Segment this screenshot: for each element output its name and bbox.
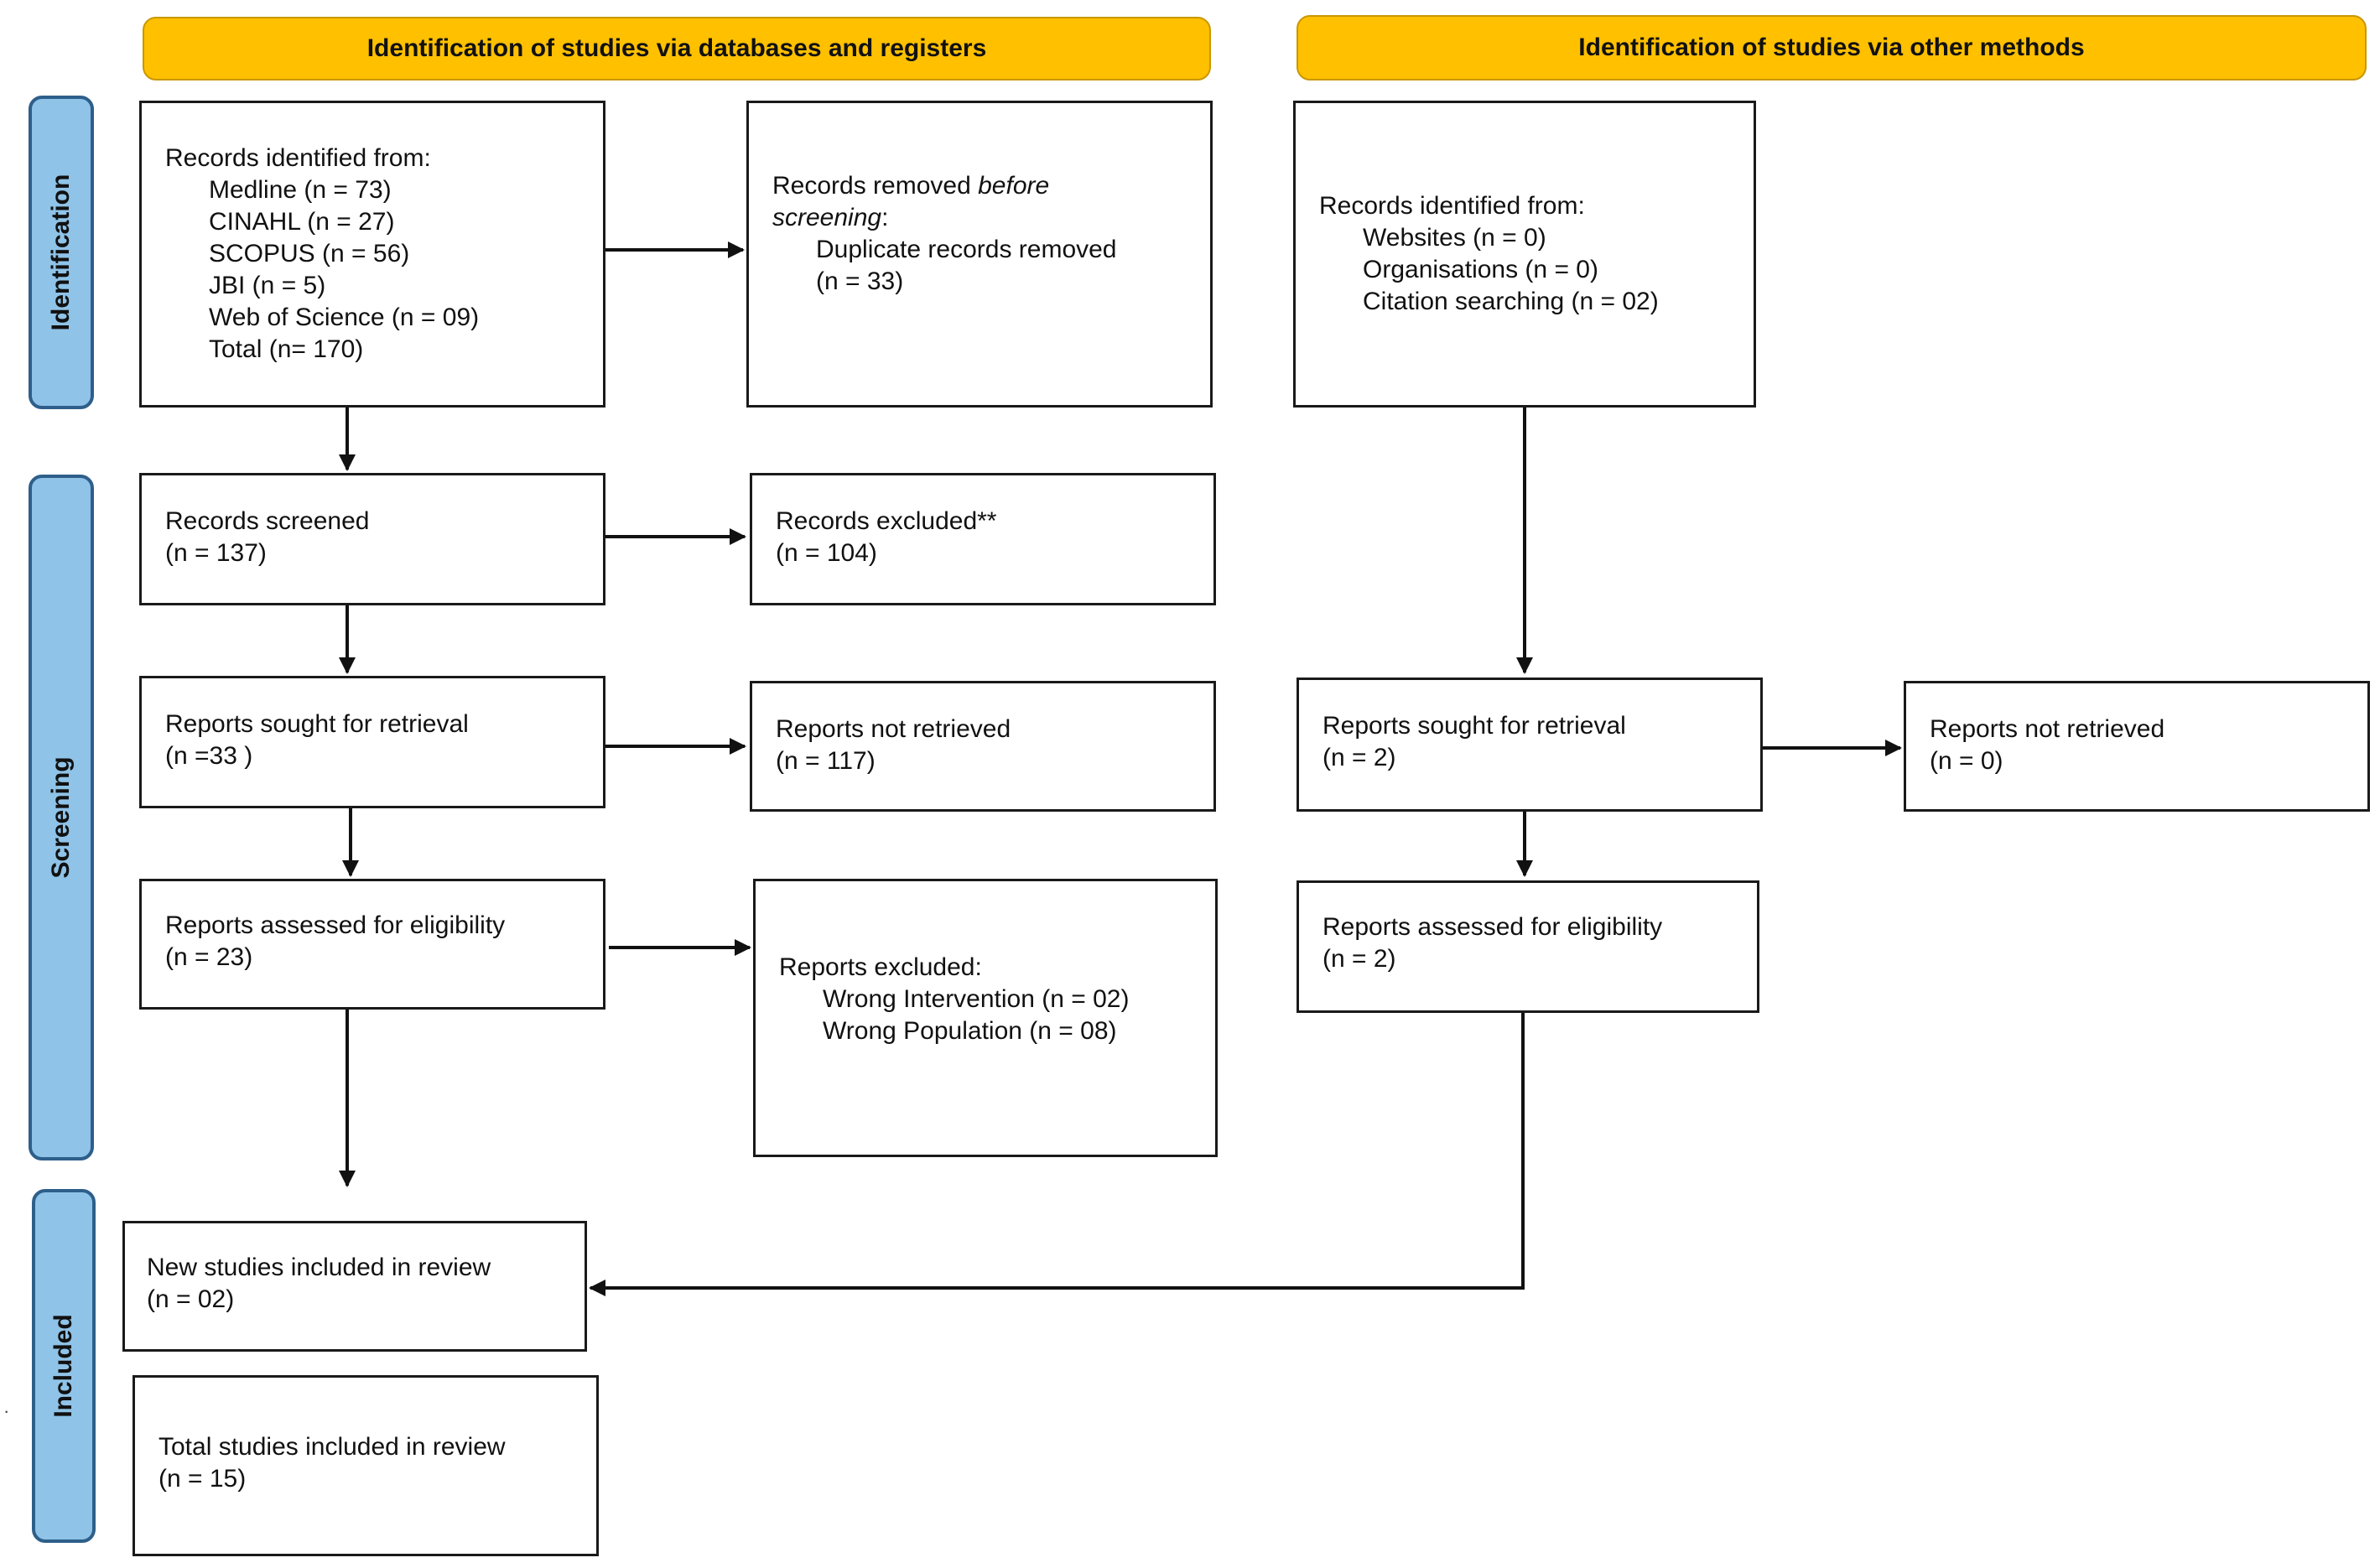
box-records-removed: Records removed before screening: Duplic… bbox=[746, 101, 1213, 408]
wrong-intervention: Wrong Intervention (n = 02) bbox=[823, 985, 1130, 1013]
header-databases-registers: Identification of studies via databases … bbox=[143, 17, 1211, 80]
box-records-screened: Records screened (n = 137) bbox=[139, 473, 605, 605]
arrow-other-assessed-to-new-studies bbox=[589, 1013, 1525, 1296]
records-excluded-count: (n = 104) bbox=[776, 539, 877, 567]
records-removed-colon: : bbox=[881, 204, 889, 231]
other-assessed-count: (n = 2) bbox=[1323, 945, 1396, 973]
reports-assessed-count: (n = 23) bbox=[165, 943, 253, 971]
other-not-retrieved-count: (n = 0) bbox=[1930, 747, 2003, 775]
records-excluded-label: Records excluded** bbox=[776, 507, 997, 535]
box-reports-sought-databases: Reports sought for retrieval (n =33 ) bbox=[139, 676, 605, 808]
records-removed-before: before bbox=[978, 172, 1050, 200]
new-studies-label: New studies included in review bbox=[147, 1254, 491, 1281]
records-removed-screening: screening bbox=[772, 204, 882, 231]
box-reports-not-retrieved-databases: Reports not retrieved (n = 117) bbox=[750, 681, 1216, 812]
box-records-excluded: Records excluded** (n = 104) bbox=[750, 473, 1216, 605]
duplicates-removed-count: (n = 33) bbox=[816, 267, 904, 295]
box-reports-not-retrieved-other: Reports not retrieved (n = 0) bbox=[1904, 681, 2370, 812]
records-screened-count: (n = 137) bbox=[165, 539, 267, 567]
other-sought-label: Reports sought for retrieval bbox=[1323, 712, 1626, 740]
source-medline: Medline (n = 73) bbox=[209, 176, 392, 204]
reports-sought-count: (n =33 ) bbox=[165, 742, 253, 770]
stage-identification: Identification bbox=[29, 96, 94, 409]
duplicates-removed-label: Duplicate records removed bbox=[816, 236, 1117, 263]
source-websites: Websites (n = 0) bbox=[1363, 224, 1546, 252]
wrong-population: Wrong Population (n = 08) bbox=[823, 1017, 1117, 1045]
stage-included: Included bbox=[32, 1189, 96, 1543]
reports-excluded-title: Reports excluded: bbox=[779, 953, 982, 981]
reports-not-retrieved-count: (n = 117) bbox=[776, 747, 876, 775]
header-other-label: Identification of studies via other meth… bbox=[1578, 34, 2085, 61]
box-new-studies-included: New studies included in review (n = 02) bbox=[122, 1221, 587, 1352]
reports-not-retrieved-label: Reports not retrieved bbox=[776, 715, 1011, 743]
header-other-methods: Identification of studies via other meth… bbox=[1297, 15, 2367, 80]
stage-screening: Screening bbox=[29, 475, 94, 1160]
header-databases-label: Identification of studies via databases … bbox=[366, 34, 987, 62]
source-citation-searching: Citation searching (n = 02) bbox=[1363, 288, 1659, 315]
records-removed-prefix: Records removed bbox=[772, 172, 979, 200]
records-removed-heading-2: screening: bbox=[772, 202, 1198, 234]
box-reports-assessed-other: Reports assessed for eligibility (n = 2) bbox=[1297, 880, 1759, 1013]
source-cinahl: CINAHL (n = 27) bbox=[209, 208, 395, 236]
margin-mark: · bbox=[3, 1400, 10, 1421]
box-records-identified-databases: Records identified from: Medline (n = 73… bbox=[139, 101, 605, 408]
box-reports-excluded: Reports excluded: Wrong Intervention (n … bbox=[753, 879, 1218, 1157]
source-jbi: JBI (n = 5) bbox=[209, 272, 326, 299]
reports-sought-label: Reports sought for retrieval bbox=[165, 710, 469, 738]
total-studies-count: (n = 15) bbox=[158, 1465, 247, 1493]
other-not-retrieved-label: Reports not retrieved bbox=[1930, 715, 2165, 743]
box-records-identified-other: Records identified from: Websites (n = 0… bbox=[1293, 101, 1756, 408]
records-identified-title: Records identified from: bbox=[165, 144, 431, 172]
other-sought-count: (n = 2) bbox=[1323, 744, 1396, 771]
source-web-of-science: Web of Science (n = 09) bbox=[209, 304, 480, 331]
box-reports-assessed-databases: Reports assessed for eligibility (n = 23… bbox=[139, 879, 605, 1010]
records-total: Total (n= 170) bbox=[209, 335, 364, 363]
other-identified-title: Records identified from: bbox=[1319, 192, 1585, 220]
box-reports-sought-other: Reports sought for retrieval (n = 2) bbox=[1297, 678, 1763, 812]
source-organisations: Organisations (n = 0) bbox=[1363, 256, 1598, 283]
records-removed-heading: Records removed before bbox=[772, 170, 1198, 202]
records-screened-label: Records screened bbox=[165, 507, 370, 535]
source-scopus: SCOPUS (n = 56) bbox=[209, 240, 410, 267]
total-studies-label: Total studies included in review bbox=[158, 1433, 506, 1461]
reports-assessed-label: Reports assessed for eligibility bbox=[165, 911, 506, 939]
new-studies-count: (n = 02) bbox=[147, 1285, 235, 1313]
box-total-studies-included: Total studies included in review (n = 15… bbox=[133, 1375, 599, 1556]
other-assessed-label: Reports assessed for eligibility bbox=[1323, 913, 1663, 941]
